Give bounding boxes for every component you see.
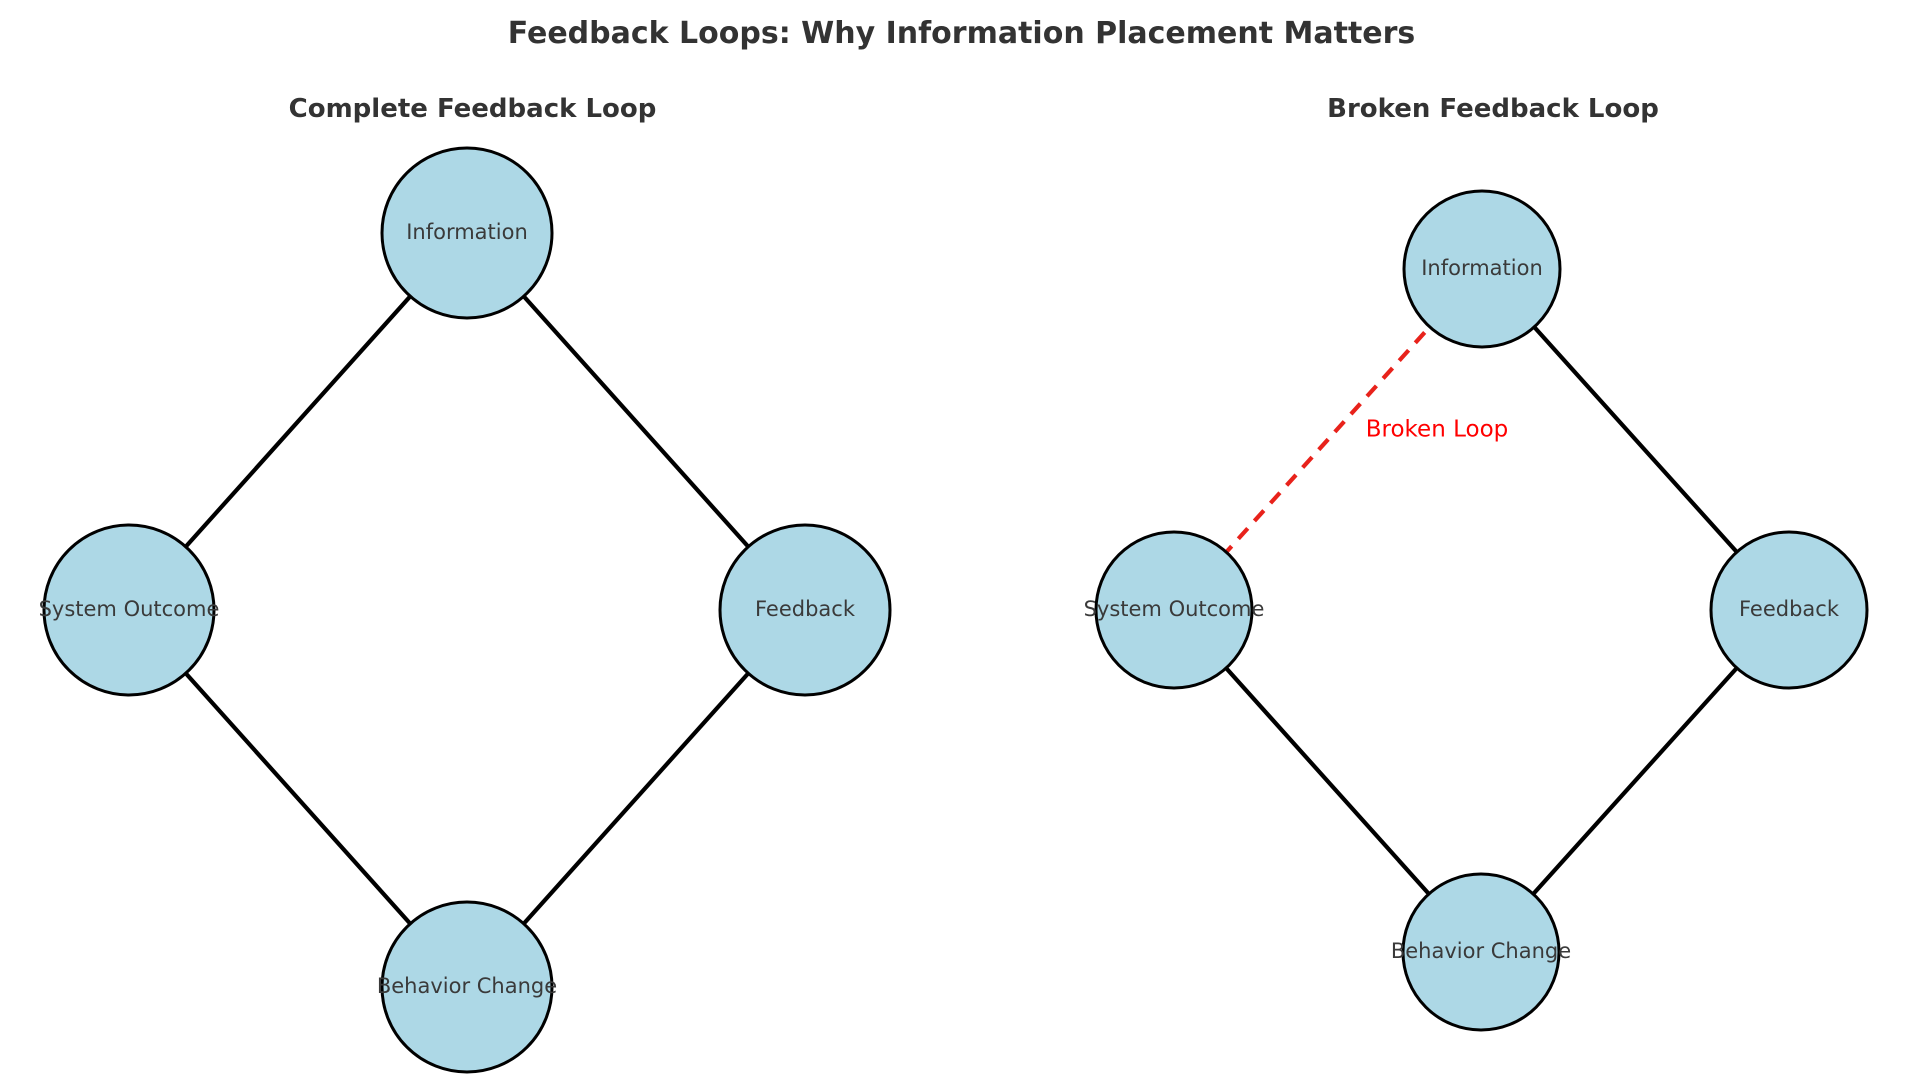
node-circle-feedback[interactable] xyxy=(1709,530,1869,690)
node-complete-behavior-change[interactable]: Behavior Change xyxy=(377,900,557,1074)
node-circle-behavior-change[interactable] xyxy=(380,900,554,1074)
node-label-information: Information xyxy=(406,220,528,244)
node-label-feedback: Feedback xyxy=(755,597,856,621)
node-label-behavior-change: Behavior Change xyxy=(1391,939,1571,963)
node-broken-system-outcome[interactable]: System Outcome xyxy=(1084,530,1265,690)
node-circle-information[interactable] xyxy=(1402,189,1562,349)
node-broken-information[interactable]: Information xyxy=(1402,189,1562,349)
node-circle-feedback[interactable] xyxy=(718,523,892,697)
node-label-information: Information xyxy=(1421,256,1543,280)
node-complete-information[interactable]: Information xyxy=(380,146,554,320)
node-label-behavior-change: Behavior Change xyxy=(377,974,557,998)
panel-title-complete: Complete Feedback Loop xyxy=(288,94,657,124)
node-complete-feedback[interactable]: Feedback xyxy=(718,523,892,697)
node-label-system-outcome: System Outcome xyxy=(39,597,220,621)
node-label-feedback: Feedback xyxy=(1739,597,1840,621)
annotations-layer: Broken Loop xyxy=(1366,417,1509,443)
panel-title-broken: Broken Feedback Loop xyxy=(1327,94,1659,124)
node-broken-feedback[interactable]: Feedback xyxy=(1709,530,1869,690)
node-circle-system-outcome[interactable] xyxy=(42,523,216,697)
node-broken-behavior-change[interactable]: Behavior Change xyxy=(1391,872,1571,1032)
node-circle-information[interactable] xyxy=(380,146,554,320)
node-circle-behavior-change[interactable] xyxy=(1401,872,1561,1032)
node-circle-system-outcome[interactable] xyxy=(1094,530,1254,690)
node-label-system-outcome: System Outcome xyxy=(1084,597,1265,621)
annotation-broken-loop: Broken Loop xyxy=(1366,417,1509,443)
figure-title: Feedback Loops: Why Information Placemen… xyxy=(507,16,1416,51)
edges-layer xyxy=(114,216,1804,1004)
node-complete-system-outcome[interactable]: System Outcome xyxy=(39,523,220,697)
